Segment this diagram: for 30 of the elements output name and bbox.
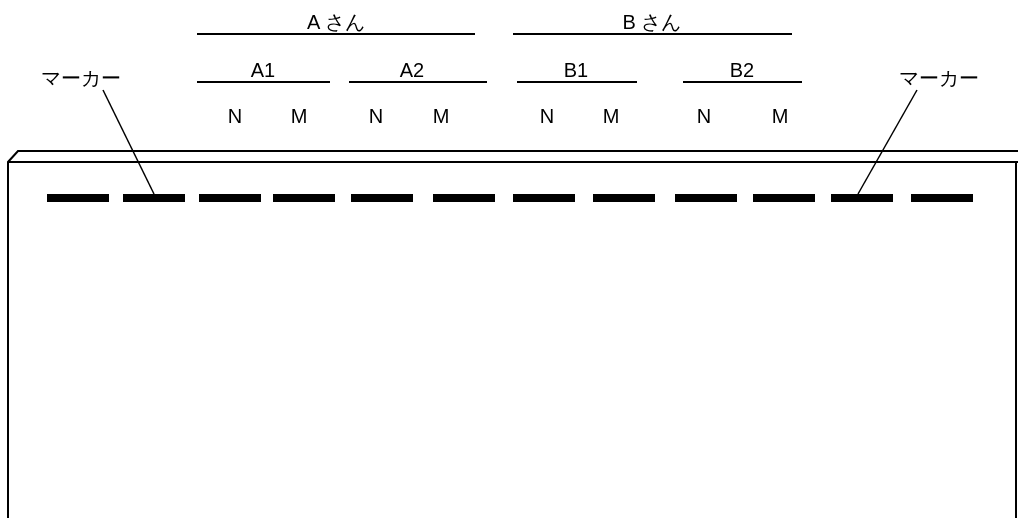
sample-heading: B1 (563, 58, 589, 82)
leader-line (102, 89, 155, 195)
gel-well (831, 194, 893, 202)
leader-line (857, 89, 918, 195)
sample-heading: B2 (729, 58, 755, 82)
gel-well (351, 194, 413, 202)
gel-well (433, 194, 495, 202)
lane-label: N (696, 104, 712, 128)
person-heading: B さん (622, 10, 682, 34)
lane-label: N (227, 104, 243, 128)
sample-heading: A2 (399, 58, 425, 82)
lane-label: M (432, 104, 450, 128)
sample-heading: A1 (250, 58, 276, 82)
gel-well (675, 194, 737, 202)
gel-well (911, 194, 973, 202)
gel-well (753, 194, 815, 202)
lane-label: M (602, 104, 620, 128)
lane-label: N (368, 104, 384, 128)
gel-well (513, 194, 575, 202)
person-heading: A さん (307, 10, 365, 34)
gel-well (593, 194, 655, 202)
marker-label: マーカー (22, 66, 140, 90)
marker-label: マーカー (880, 66, 998, 90)
gel-well (273, 194, 335, 202)
gel-well (199, 194, 261, 202)
lane-label: M (290, 104, 308, 128)
lane-label: N (539, 104, 555, 128)
gel-well (47, 194, 109, 202)
lane-label: M (771, 104, 789, 128)
gel-well (123, 194, 185, 202)
